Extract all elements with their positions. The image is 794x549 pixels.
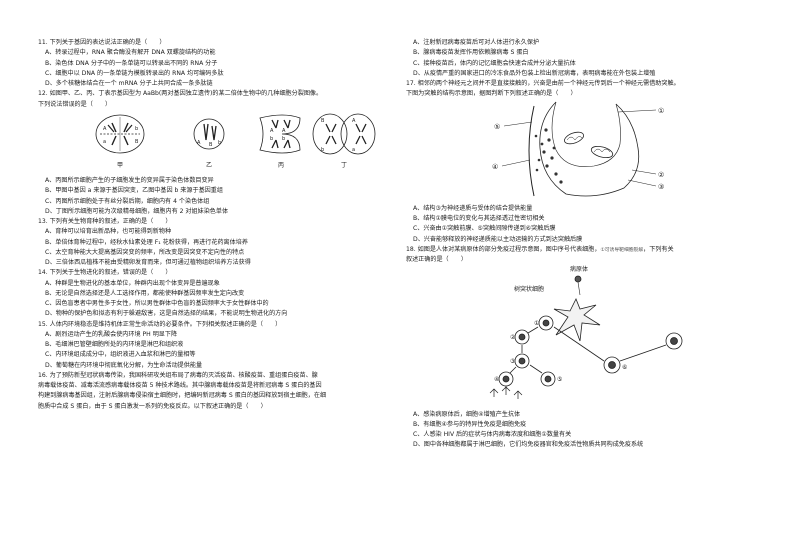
question-stem: 13. 下列有关生物育种的叙述，正确的是（ ） bbox=[38, 218, 172, 225]
question-12: 12. 如图甲、乙、丙、丁表示基因型为 AaBb(两对基因独立遗传)的某二倍体生… bbox=[38, 89, 394, 217]
option-d: D、兴奋能够释放的神经递质能以主动运输的方式到达突触后膜 bbox=[413, 235, 583, 243]
question-stem-cont: 下图为突触的结构示意图，据图判断下列叙述正确的是（ ） bbox=[406, 90, 577, 98]
stem-text-end: ，下列有关 bbox=[643, 245, 674, 253]
gene-label: B bbox=[321, 118, 325, 124]
option-d: D、葡萄糖在内环境中彻底氧化分解，为生命活动提供能量 bbox=[45, 361, 203, 369]
option-b: B、腺病毒疫苗发挥作用依赖腺病毒 S 蛋白 bbox=[413, 49, 529, 57]
option-a: A、感染病原体后，细胞④增殖产生抗体 bbox=[413, 410, 521, 418]
option-c: C、细胞中以 DNA 的一条单链为模板转录出的 RNA 均可编码多肽 bbox=[45, 69, 224, 77]
question-stem-cont: 病毒载体疫苗、减毒活流感病毒载体疫苗 5 种技术路线。其中腺病毒载体疫苗是将新冠… bbox=[38, 382, 322, 389]
cell-jia bbox=[95, 114, 145, 154]
gene-label: A bbox=[270, 128, 274, 134]
question-stem: 12. 如图甲、乙、丙、丁表示基因型为 AaBb(两对基因独立遗传)的某二倍体生… bbox=[38, 90, 323, 98]
option-b: B、染色体 DNA 分子中的一条单链可以转录出不同的 RNA 分子 bbox=[45, 59, 218, 67]
option-a: A、剧烈运动产生的乳酸会使内环境 PH 明显下降 bbox=[45, 330, 178, 338]
cell-ding bbox=[312, 113, 376, 155]
option-d: D、从疫情严重的国家进口的冷冻食品外包装上检出新冠病毒，表明病毒能在外包装上增殖 bbox=[413, 69, 656, 77]
cell-number: ④ bbox=[494, 376, 499, 383]
question-stem: 14. 下列关于生物进化的叙述，错误的是（ ） bbox=[38, 269, 172, 277]
question-15: 15. 人体内环境稳态是维持机体正常生命活动的必要条件。下列相关叙述正确的是（ … bbox=[38, 320, 394, 371]
option-c: C、人感染 HIV 后的症状与体内病毒浓度和细胞①数量有关 bbox=[413, 431, 572, 438]
gene-label: A bbox=[282, 128, 286, 134]
option-a: A、注射新冠病毒疫苗后可对人体进行永久保护 bbox=[413, 39, 540, 46]
question-stem: 16. 为了预防新型冠状病毒传染，我国科研攻关组布局了病毒的灭活疫苗、核酸疫苗、… bbox=[38, 371, 318, 379]
option-a: A、丙图所示细胞产生的子细胞发生的变异属于染色体数目变异 bbox=[45, 177, 214, 184]
question-14: 14. 下列关于生物进化的叙述，错误的是（ ） A、种群是生物进化的基本单位，种… bbox=[38, 268, 394, 319]
gene-label: A bbox=[352, 118, 356, 124]
question-stem: 15. 人体内环境稳态是维持机体正常生命活动的必要条件。下列相关叙述正确的是（ … bbox=[38, 320, 282, 328]
pathogen-label: 病原体 bbox=[570, 265, 588, 273]
question-stem-cont: 胞质中合成 S 蛋白，由于 S 蛋白激发一系列的免疫反应。以下叙述正确的是（ ） bbox=[38, 402, 267, 410]
gene-label: A bbox=[197, 140, 201, 146]
option-d: D、物种的保护色和拟态有利于躲避敌害，这是自然选择的结果，不能说明生物进化的方向 bbox=[45, 310, 288, 318]
right-column: A、注射新冠病毒疫苗后可对人体进行永久保护 B、腺病毒疫苗发挥作用依赖腺病毒 S… bbox=[406, 38, 766, 451]
option-d: D、三倍体西瓜植株不能由受精卵发育而来，但可通过植物组织培养方法获得 bbox=[45, 259, 251, 266]
question-stem: 11. 下列关于基因的表达说法正确的是（ ） bbox=[38, 39, 166, 46]
question-18: 18. 如图是人体对某病原体的部分免疫过程示意图，图中序号代表细胞，①可诱导靶细… bbox=[406, 245, 766, 451]
structure-label: ④ bbox=[492, 163, 498, 171]
option-c: C、因色盲患者中男性多于女性，所以男性群体中色盲的基因频率大于女性群体中的 bbox=[45, 300, 269, 307]
option-a: A、转录过程中，RNA 聚合酶没有解开 DNA 双螺旋结构的功能 bbox=[45, 49, 216, 57]
option-a: A、育种可以培育出新品种，也可能得到新物种 bbox=[45, 228, 172, 236]
option-b: B、结构①膜电位的变化与其选择透过性密切相关 bbox=[413, 215, 545, 222]
figure-caption: 丙 bbox=[278, 162, 284, 169]
immune-process-figure: 病原体 树突状细胞 bbox=[489, 265, 683, 400]
cell-bing bbox=[259, 114, 301, 154]
cell-number: ② bbox=[510, 334, 516, 341]
option-b: B、无论是自然选择还是人工选择作用，都能使种群基因频率发生定向改变 bbox=[45, 289, 245, 297]
figure-caption: 乙 bbox=[206, 162, 212, 169]
gene-label: a bbox=[352, 147, 355, 153]
option-c: C、太空育种能大大提高基因突变的频率，所改变是因突变不定向性的特点 bbox=[45, 248, 245, 256]
gene-label: B bbox=[209, 142, 213, 148]
option-b: B、单倍体育种过程中，经秋水仙素处理 F₁ 花粉获得，再进行花药离体培养 bbox=[45, 238, 248, 246]
stem-text: 18. 如图是人体对某病原体的部分免疫过程示意图，图中序号代表细胞， bbox=[406, 245, 601, 253]
question-16: 16. 为了预防新型冠状病毒传染，我国科研攻关组布局了病毒的灭活疫苗、核酸疫苗、… bbox=[38, 371, 394, 412]
option-c: C、接种疫苗后，体内的记忆细胞会快速合成并分泌大量抗体 bbox=[413, 59, 576, 67]
gene-label: b bbox=[321, 147, 324, 153]
question-16-options: A、注射新冠病毒疫苗后可对人体进行永久保护 B、腺病毒疫苗发挥作用依赖腺病毒 S… bbox=[406, 38, 766, 79]
gene-label: b bbox=[270, 136, 273, 142]
cell-number: ① bbox=[534, 320, 539, 327]
cell-number: ⑤ bbox=[557, 376, 562, 383]
question-17: 17. 相邻的两个神经元之间并不是直接接触的，兴奋是由前一个神经元传到后一个神经… bbox=[406, 79, 766, 245]
gene-label: B bbox=[135, 139, 139, 145]
gene-label: b bbox=[135, 126, 138, 132]
option-a: A、种群是生物进化的基本单位，种群内出现个体变异是普遍现象 bbox=[45, 279, 220, 287]
question-stem-cont: 构建到腺病毒基因组，注射后腺病毒侵染宿主细胞时，把编码新冠病毒 S 蛋白的基因释… bbox=[38, 392, 327, 400]
option-c: C、丙图所示细胞处于有丝分裂后期，细胞内有 4 个染色体组 bbox=[45, 197, 210, 205]
dendritic-cell-label: 树突状细胞 bbox=[514, 285, 544, 293]
option-b: B、毛细淋巴管壁细胞所处的内环境是淋巴和组织液 bbox=[45, 341, 184, 348]
question-stem-cont: 叙述正确的是（ ） bbox=[406, 256, 467, 263]
figure-caption: 甲 bbox=[117, 162, 123, 169]
cell-number: ⑥ bbox=[622, 364, 627, 371]
option-a: A、结构③为神经递质与受体的结合提供能量 bbox=[413, 204, 533, 212]
synapse-figure: ① ② ③ ④ ⑤ bbox=[492, 101, 664, 196]
cell-division-figure: A b a B A B b A A b b B A b a 甲 乙 丙 丁 bbox=[95, 113, 376, 169]
gene-label: A bbox=[103, 126, 107, 132]
question-stem: 18. 如图是人体对某病原体的部分免疫过程示意图，图中序号代表细胞，①可诱导靶细… bbox=[406, 245, 766, 255]
structure-label: ⑤ bbox=[494, 123, 500, 131]
question-11: 11. 下列关于基因的表达说法正确的是（ ） A、转录过程中，RNA 聚合酶没有… bbox=[38, 38, 394, 89]
structure-label: ② bbox=[658, 171, 664, 179]
option-c: C、兴奋由①突触前膜、⑤突触间隙传递到⑥突触后膜 bbox=[413, 225, 556, 233]
question-stem-cont: 下列说法错误的是（ ） bbox=[38, 100, 112, 108]
structure-label: ③ bbox=[658, 183, 664, 191]
gene-label: b bbox=[218, 140, 221, 146]
figure-caption: 丁 bbox=[341, 162, 347, 169]
option-b: B、甲图中基因 a 来源于基因突变，乙图中基因 b 来源于基因重组 bbox=[45, 187, 223, 195]
cell-yi bbox=[193, 118, 225, 150]
structure-label: ① bbox=[658, 107, 664, 115]
cell-number: ③ bbox=[510, 358, 515, 365]
gene-label: b bbox=[282, 136, 285, 142]
question-stem: 17. 相邻的两个神经元之间并不是直接接触的，兴奋是由前一个神经元传到后一个神经… bbox=[406, 80, 680, 87]
stem-note: ①可诱导靶细胞裂解 bbox=[600, 247, 644, 253]
option-c: C、内环境组成成分中，组织液进入血浆和淋巴的量相等 bbox=[45, 351, 196, 359]
option-d: D、图中各种细胞都属于淋巴细胞，它们均免疫器官和免疫活性物质共同构成免疫系统 bbox=[413, 441, 644, 449]
option-d: D、多个核糖体结合在一个 mRNA 分子上共同合成一条多肽链 bbox=[45, 80, 213, 87]
left-column: 11. 下列关于基因的表达说法正确的是（ ） A、转录过程中，RNA 聚合酶没有… bbox=[38, 38, 394, 412]
gene-label: a bbox=[103, 139, 106, 145]
option-d: D、丁图所示细胞可能为次级精母细胞，细胞内有 2 对姐妹染色单体 bbox=[45, 207, 229, 215]
option-b: B、有细胞④参与的特异性免疫是细胞免疫 bbox=[413, 420, 527, 428]
question-13: 13. 下列有关生物育种的叙述，正确的是（ ） A、育种可以培育出新品种，也可能… bbox=[38, 217, 394, 268]
